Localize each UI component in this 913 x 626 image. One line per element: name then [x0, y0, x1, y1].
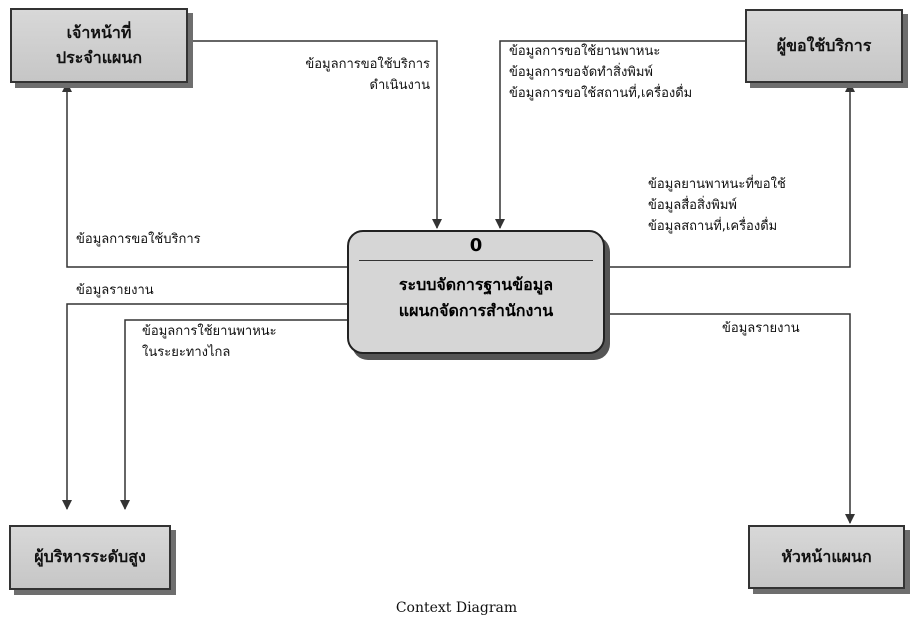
flow-label-process-to-staff: ข้อมูลการขอใช้บริการ ดำเนินงาน	[305, 57, 430, 93]
flow-label-report-to-executive: ข้อมูลรายงาน	[76, 283, 154, 298]
entity-dept-head: หัวหน้าแผนก	[748, 525, 905, 589]
flow-staff-to-process	[190, 40, 442, 229]
entity-executive: ผู้บริหารระดับสูง	[9, 525, 171, 590]
entity-dept-staff-label: เจ้าหน้าที่ ประจำแผนก	[55, 22, 142, 67]
diagram-caption: Context Diagram	[395, 600, 518, 616]
flow-requester-to-process	[495, 40, 745, 229]
process-node: 0 ระบบจัดการฐานข้อมูล แผนกจัดการสำนักงาน	[347, 230, 605, 354]
flow-label-report-to-head: ข้อมูลรายงาน	[722, 321, 800, 336]
flow-label-requester-to-process: ข้อมูลการขอใช้ยานพาหนะ ข้อมูลการขอจัดทำส…	[509, 44, 693, 101]
flow-process-to-staff	[62, 82, 347, 268]
entity-requester-label: ผู้ขอใช้บริการ	[776, 35, 872, 55]
entity-executive-label: ผู้บริหารระดับสูง	[34, 547, 146, 567]
flow-label-process-to-requester: ข้อมูลยานพาหนะที่ขอใช้ ข้อมูลสื่อสิ่งพิม…	[648, 177, 786, 234]
flow-report-to-executive	[62, 303, 347, 510]
process-divider	[359, 260, 593, 261]
entity-requester: ผู้ขอใช้บริการ	[745, 9, 903, 83]
entity-dept-head-label: หัวหน้าแผนก	[781, 546, 872, 566]
flow-report-to-head	[605, 313, 855, 524]
flow-process-to-requester	[605, 82, 855, 268]
flow-label-vehicle-to-executive: ข้อมูลการใช้ยานพาหนะ ในระยะทางไกล	[142, 324, 277, 360]
process-id: 0	[469, 235, 483, 256]
flow-vehicle-to-executive	[120, 319, 347, 510]
entity-dept-staff: เจ้าหน้าที่ ประจำแผนก	[10, 8, 188, 83]
process-name: ระบบจัดการฐานข้อมูล แผนกจัดการสำนักงาน	[398, 275, 554, 321]
flow-label-staff-from-process: ข้อมูลการขอใช้บริการ	[76, 232, 201, 247]
